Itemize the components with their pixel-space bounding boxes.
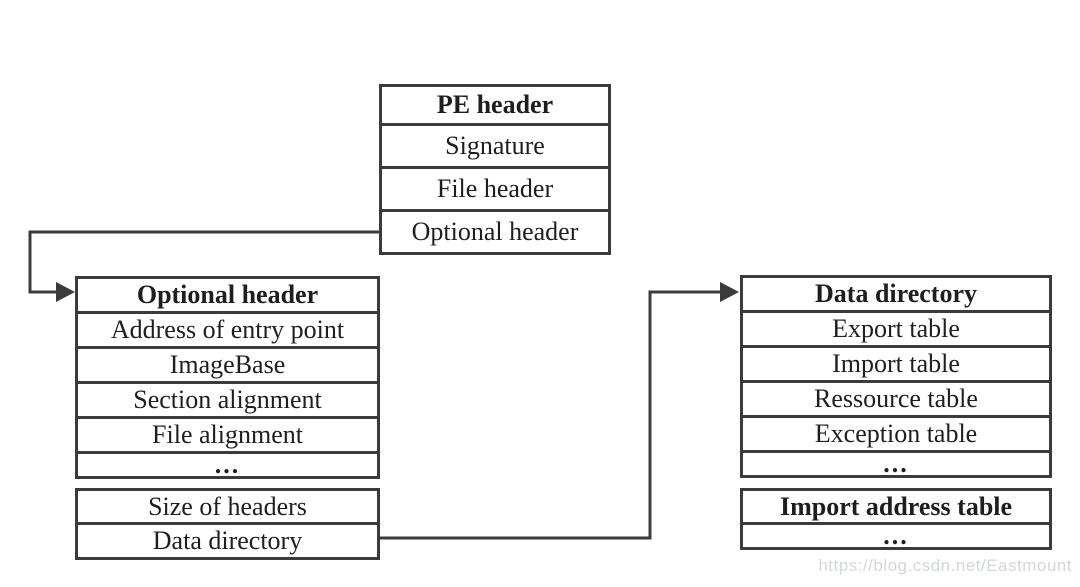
pe-header-title: PE header xyxy=(382,87,608,123)
table-row-ellipsis: ... xyxy=(743,522,1049,549)
data-directory-table: Data directory Export table Import table… xyxy=(740,275,1052,478)
table-row-signature: Signature xyxy=(382,123,608,166)
optional-header-title: Optional header xyxy=(78,279,377,311)
table-row-file-alignment: File alignment xyxy=(78,416,377,451)
table-row-imagebase: ImageBase xyxy=(78,346,377,381)
optional-header-table: Optional header Address of entry point I… xyxy=(75,276,380,479)
table-row-size-of-headers: Size of headers xyxy=(78,491,377,522)
arrow-optional-header xyxy=(28,230,379,302)
table-row-address-of-entry-point: Address of entry point xyxy=(78,311,377,346)
table-row-data-directory: Data directory xyxy=(78,522,377,557)
arrow-data-directory xyxy=(380,282,739,540)
watermark-url: https://blog.csdn.net/Eastmount xyxy=(818,556,1072,575)
pe-header-table: PE header Signature File header Optional… xyxy=(379,84,611,255)
table-row-export-table: Export table xyxy=(743,310,1049,345)
table-row-ressource-table: Ressource table xyxy=(743,380,1049,415)
optional-header-table-lower: Size of headers Data directory xyxy=(75,488,380,560)
table-row-section-alignment: Section alignment xyxy=(78,381,377,416)
table-row-import-address-table: Import address table xyxy=(743,491,1049,522)
table-row-file-header: File header xyxy=(382,166,608,209)
table-row-optional-header: Optional header xyxy=(382,209,608,252)
table-row-import-table: Import table xyxy=(743,345,1049,380)
data-directory-table-lower: Import address table ... xyxy=(740,488,1052,550)
table-row-ellipsis: ... xyxy=(78,451,377,478)
data-directory-title: Data directory xyxy=(743,278,1049,310)
table-row-exception-table: Exception table xyxy=(743,415,1049,450)
table-row-ellipsis: ... xyxy=(743,450,1049,477)
